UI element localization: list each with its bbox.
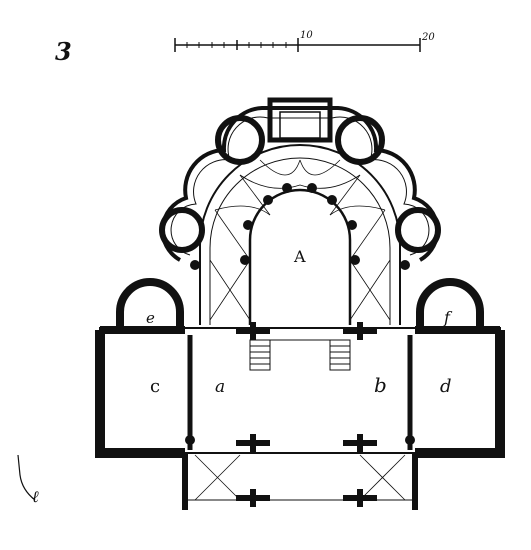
transept-chapels [116,278,484,330]
scale-bar [174,38,421,52]
label-room-c: c [150,376,160,397]
ambulatory-vaulting [199,144,401,325]
margin-mark: ℓ [32,487,39,506]
crossing-piers [185,322,415,507]
margin-stroke [17,454,36,501]
walls [95,326,505,510]
label-aisle-a: a [215,377,225,397]
label-chapel-e: e [146,309,155,327]
label-chapel-f: f [443,308,453,327]
scale-label-10: 10 [300,30,313,41]
scale-label-20: 20 [421,32,435,43]
label-aisle-b: b [374,373,387,397]
apse-columns [190,183,410,270]
nave-vaulting [194,454,406,501]
figure-number: 3 [55,37,72,66]
choir-steps [249,339,351,371]
radiating-chapels [159,97,441,262]
label-room-d: d [440,376,452,397]
label-apse: A [293,247,306,266]
